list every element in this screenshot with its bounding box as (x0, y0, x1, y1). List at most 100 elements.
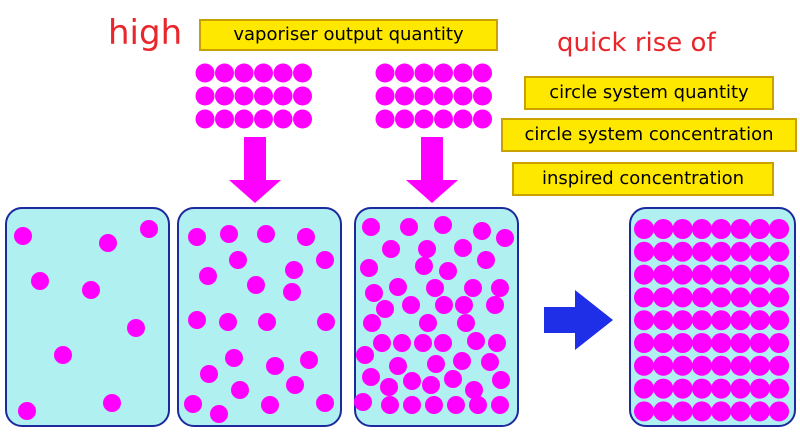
particle-dot-icon (439, 262, 457, 280)
particle-dot-icon (273, 109, 293, 129)
particle-dot-icon (730, 355, 751, 376)
particle-dot-icon (711, 333, 732, 353)
particle-dot-icon (467, 332, 485, 350)
particle-dot-icon (360, 259, 378, 277)
particle-dot-icon (653, 241, 674, 262)
particle-dot-icon (188, 311, 206, 329)
particle-dot-icon (477, 251, 495, 269)
particle-dot-icon (453, 63, 473, 83)
particle-dot-icon (247, 276, 265, 294)
particle-dot-icon (381, 396, 399, 414)
particle-dot-icon (691, 333, 712, 353)
particle-dot-icon (195, 86, 215, 106)
particle-dot-icon (491, 396, 509, 414)
particle-dot-icon (465, 381, 483, 399)
particle-dot-icon (711, 264, 732, 285)
down-arrow-icon (406, 137, 458, 203)
particle-dot-icon (653, 355, 674, 376)
particle-dot-icon (769, 219, 790, 239)
particle-dot-icon (730, 264, 751, 285)
particle-dot-icon (140, 220, 158, 238)
particle-dot-icon (261, 396, 279, 414)
particle-dot-icon (215, 109, 234, 129)
particle-dot-icon (653, 401, 674, 422)
particle-dot-icon (457, 314, 475, 332)
particle-dot-icon (711, 241, 732, 262)
particle-dot-icon (316, 394, 334, 412)
particle-dot-icon (672, 333, 693, 353)
particle-dot-icon (415, 257, 433, 275)
particle-dot-icon (749, 310, 770, 331)
particle-dot-icon (691, 310, 712, 331)
particle-dot-icon (375, 109, 395, 129)
particle-dot-icon (691, 219, 712, 239)
particle-dot-icon (363, 314, 381, 332)
particle-dot-icon (425, 396, 443, 414)
particle-dot-icon (402, 296, 420, 314)
particle-dot-icon (400, 218, 418, 236)
particle-dot-icon (435, 296, 453, 314)
particle-dot-icon (434, 63, 453, 83)
particle-dot-icon (395, 63, 414, 83)
particle-dot-icon (769, 310, 790, 331)
particle-dot-icon (473, 86, 492, 106)
particle-dot-icon (375, 63, 395, 83)
particle-dot-icon (365, 284, 383, 302)
particle-dot-icon (254, 86, 273, 106)
particle-dot-icon (634, 287, 654, 308)
high-label: high (108, 13, 183, 53)
particle-dot-icon (82, 281, 100, 299)
particle-dot-icon (184, 395, 202, 413)
particle-dot-icon (749, 219, 770, 239)
particle-dot-icon (691, 264, 712, 285)
particle-dot-icon (730, 378, 751, 399)
particle-dot-icon (225, 349, 243, 367)
particle-dot-icon (469, 396, 487, 414)
particle-dot-icon (103, 394, 121, 412)
particle-dot-icon (375, 86, 395, 106)
particle-dot-icon (730, 310, 751, 331)
particle-dot-icon (473, 63, 492, 83)
particle-dot-icon (447, 396, 465, 414)
particle-dot-icon (691, 355, 712, 376)
particle-dot-icon (380, 378, 398, 396)
particle-dot-icon (215, 63, 234, 83)
particle-dot-icon (254, 63, 273, 83)
effect-label-inspired: inspired concentration (512, 162, 774, 196)
particle-dot-icon (711, 378, 732, 399)
particle-dot-icon (749, 287, 770, 308)
particle-dot-icon (634, 310, 654, 331)
particle-dot-icon (672, 378, 693, 399)
particle-dot-icon (453, 86, 473, 106)
particle-dot-icon (711, 219, 732, 239)
particle-dot-icon (188, 228, 206, 246)
particle-dot-icon (231, 381, 249, 399)
particle-dot-icon (210, 405, 228, 423)
particle-dot-icon (769, 401, 790, 422)
particle-dot-icon (691, 287, 712, 308)
particle-dot-icon (749, 355, 770, 376)
right-arrow-icon (544, 290, 613, 350)
particle-dot-icon (634, 333, 654, 353)
particle-dot-icon (634, 264, 654, 285)
particle-dot-icon (219, 313, 237, 331)
particle-dot-icon (215, 86, 234, 106)
particle-dot-icon (234, 86, 254, 106)
particle-dot-icon (749, 401, 770, 422)
particle-dot-icon (434, 216, 452, 234)
particle-dot-icon (769, 333, 790, 353)
particle-dot-icon (672, 401, 693, 422)
particle-dot-icon (453, 352, 471, 370)
particle-dot-icon (293, 86, 312, 106)
particle-dot-icon (691, 401, 712, 422)
effect-label-quantity: circle system quantity (524, 76, 774, 110)
particle-dot-icon (672, 241, 693, 262)
particle-dot-icon (389, 357, 407, 375)
particle-dot-icon (749, 264, 770, 285)
particle-dot-icon (229, 251, 247, 269)
particle-dot-icon (434, 334, 452, 352)
particle-dot-icon (434, 109, 453, 129)
particle-dot-icon (389, 278, 407, 296)
particle-dot-icon (382, 240, 400, 258)
particle-dot-icon (634, 241, 654, 262)
